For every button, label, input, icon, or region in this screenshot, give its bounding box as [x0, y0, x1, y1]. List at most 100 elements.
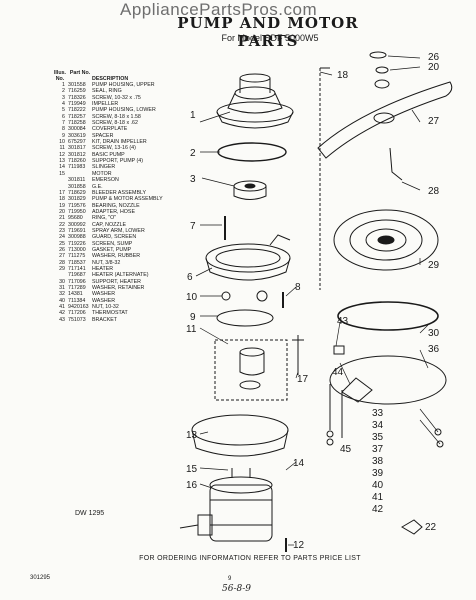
legend-cell-part: 301829	[68, 196, 86, 203]
callout-33: 33	[372, 408, 384, 419]
legend-cell-desc: WASHER, RETAINER	[92, 285, 145, 291]
legend-cell-desc: GUARD, SCREEN	[92, 234, 137, 241]
legend-cell-illus: 17	[59, 189, 65, 196]
legend-cell-part: 718257	[68, 113, 86, 120]
legend-cell-part: 301817	[68, 145, 86, 152]
legend-cell-part: 718629	[68, 189, 86, 196]
callout-3: 3	[190, 174, 196, 185]
legend-cell-illus: 15	[59, 170, 65, 177]
legend-cell-illus: 20	[59, 208, 65, 215]
bleeder-assembly-part	[292, 335, 304, 375]
legend-cell-part: 14381	[68, 291, 83, 298]
legend-cell-illus: 5	[62, 107, 65, 114]
legend-cell-desc: EMERSON	[92, 177, 119, 184]
pump-gasket-part	[337, 301, 439, 331]
drain-impeller-part	[221, 291, 231, 301]
callout-13: 13	[186, 430, 198, 441]
legend-cell-part: 301858	[68, 183, 86, 190]
legend-cell-illus: 24	[59, 234, 65, 241]
legend-cell-illus: 30	[59, 278, 65, 285]
callout-28: 28	[428, 186, 440, 197]
legend-cell-illus: 7	[62, 120, 65, 127]
screen-guard-part	[389, 147, 403, 181]
callout-44: 44	[332, 367, 344, 378]
legend-cell-part: 719949	[68, 101, 86, 108]
legend-cell-part: 300084	[68, 126, 86, 133]
slinger-part	[231, 468, 251, 478]
legend-cell-part: 717289	[68, 285, 86, 291]
nozzle-cap-part	[369, 51, 387, 59]
model-subtitle: For Model SDF 5000W5	[221, 33, 319, 43]
legend-cell-desc: PUMP HOUSING, LOWER	[92, 107, 156, 114]
callout-37: 37	[372, 444, 384, 455]
callout-18: 18	[337, 70, 349, 81]
legend-cell-part: 675297	[68, 139, 86, 146]
legend-cell-desc: SPACER	[92, 132, 114, 139]
legend-cell-illus: 14	[59, 164, 65, 171]
legend-cell-part: 719687	[68, 272, 86, 279]
leader-lines	[195, 55, 441, 546]
legend-cell-illus: 22	[59, 221, 65, 228]
legend-cell-illus: 4	[62, 101, 65, 108]
legend-cell-part: 717096	[68, 278, 86, 285]
legend-cell-part: 716259	[68, 88, 86, 95]
legend-cell-desc: KIT, DRAIN IMPELLER	[92, 139, 147, 146]
legend-cell-desc: IMPELLER	[92, 101, 119, 108]
callout-39: 39	[372, 468, 384, 479]
legend-cell-illus: 21	[59, 215, 65, 222]
legend-cell-desc: BLEEDER ASSEMBLY	[92, 189, 147, 196]
legend-cell-part: 751073	[68, 316, 86, 323]
legend-cell-part: 717141	[68, 265, 86, 272]
legend-cell-desc: HEATER	[92, 265, 114, 272]
legend-cell-desc: BEARING, NOZZLE	[92, 202, 140, 209]
legend-cell-illus: 2	[62, 88, 65, 95]
legend-cell-part: 718326	[68, 94, 86, 101]
legend-col-illus: Illus. No.	[53, 70, 67, 82]
callout-10: 10	[186, 292, 198, 303]
hose-adapter-part	[375, 66, 389, 74]
callout-36: 36	[428, 344, 440, 355]
callout-22: 22	[425, 522, 437, 533]
legend-cell-part: 711384	[68, 297, 86, 304]
legend-cell-part: 719226	[68, 240, 86, 247]
lower-pump-housing-part	[205, 234, 291, 281]
legend-cell-desc: ADAPTER, HOSE	[92, 208, 135, 215]
legend-cell-part: 95680	[68, 215, 83, 222]
drain-pump-assembly-part	[239, 347, 265, 390]
legend-cell-part: 303619	[68, 132, 86, 139]
legend-cell-illus: 43	[59, 316, 65, 323]
drawing-code: DW 1295	[75, 510, 105, 517]
legend-cell-desc: SLINGER	[92, 164, 116, 171]
legend-cell-part: 711275	[68, 253, 86, 260]
seal-ring-part	[217, 142, 287, 162]
legend-cell-illus: 32	[59, 291, 65, 298]
callout-29: 29	[428, 260, 440, 271]
legend-cell-desc: HEATER (ALTERNATE)	[92, 272, 149, 279]
upper-pump-housing-part	[216, 73, 294, 129]
legend-cell-part: 300992	[68, 221, 86, 228]
legend-cell-part: 9420163	[68, 304, 89, 311]
legend-cell-illus: 27	[59, 253, 65, 260]
callout-labels: 1 2 3 7 6 10 9 11 13 15 16 8 17 14 12 18…	[186, 52, 440, 551]
callout-20: 20	[428, 62, 440, 73]
